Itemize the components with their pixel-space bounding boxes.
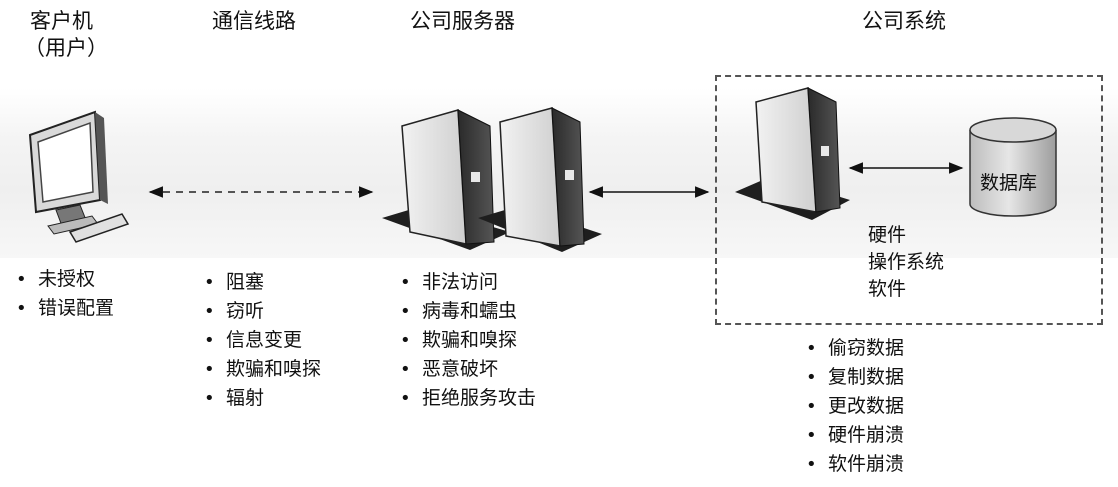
header-client-line1: 客户机 xyxy=(30,9,93,33)
list-item: 信息变更 xyxy=(204,326,321,355)
list-item: 未授权 xyxy=(16,265,114,294)
component-hardware: 硬件 xyxy=(868,224,907,246)
header-communication-line: 通信线路 xyxy=(212,9,296,33)
list-item: 硬件崩溃 xyxy=(806,421,904,450)
component-software: 软件 xyxy=(868,278,907,300)
list-item: 非法访问 xyxy=(400,268,536,297)
list-item: 病毒和蠕虫 xyxy=(400,297,536,326)
list-item: 错误配置 xyxy=(16,294,114,323)
list-item: 恶意破坏 xyxy=(400,355,536,384)
list-item: 复制数据 xyxy=(806,363,904,392)
client-threat-list: 未授权 错误配置 xyxy=(16,265,114,323)
component-os: 操作系统 xyxy=(868,251,945,273)
database-icon xyxy=(969,117,1057,217)
server-tower-icon-2 xyxy=(478,107,602,252)
client-computer-icon xyxy=(28,110,130,243)
communication-threat-list: 阻塞 窃听 信息变更 欺骗和嗅探 辐射 xyxy=(204,268,321,413)
list-item: 欺骗和嗅探 xyxy=(400,326,536,355)
header-company-system: 公司系统 xyxy=(862,9,946,33)
list-item: 软件崩溃 xyxy=(806,450,904,479)
database-label: 数据库 xyxy=(980,172,1038,194)
system-server-icon xyxy=(735,87,850,220)
list-item: 窃听 xyxy=(204,297,321,326)
list-item: 偷窃数据 xyxy=(806,334,904,363)
server-tower-icon-1 xyxy=(382,109,510,250)
header-client: 客户机 （用户） xyxy=(24,8,108,62)
server-threat-list: 非法访问 病毒和蠕虫 欺骗和嗅探 恶意破坏 拒绝服务攻击 xyxy=(400,268,536,413)
header-client-line2: （用户） xyxy=(24,36,108,60)
list-item: 拒绝服务攻击 xyxy=(400,384,536,413)
company-system-boundary xyxy=(715,75,1103,325)
list-item: 欺骗和嗅探 xyxy=(204,355,321,384)
system-components-label: 硬件 操作系统 软件 xyxy=(868,222,944,303)
list-item: 阻塞 xyxy=(204,268,321,297)
list-item: 更改数据 xyxy=(806,392,904,421)
header-company-server: 公司服务器 xyxy=(410,9,515,33)
list-item: 辐射 xyxy=(204,384,321,413)
system-threat-list: 偷窃数据 复制数据 更改数据 硬件崩溃 软件崩溃 xyxy=(806,334,904,479)
